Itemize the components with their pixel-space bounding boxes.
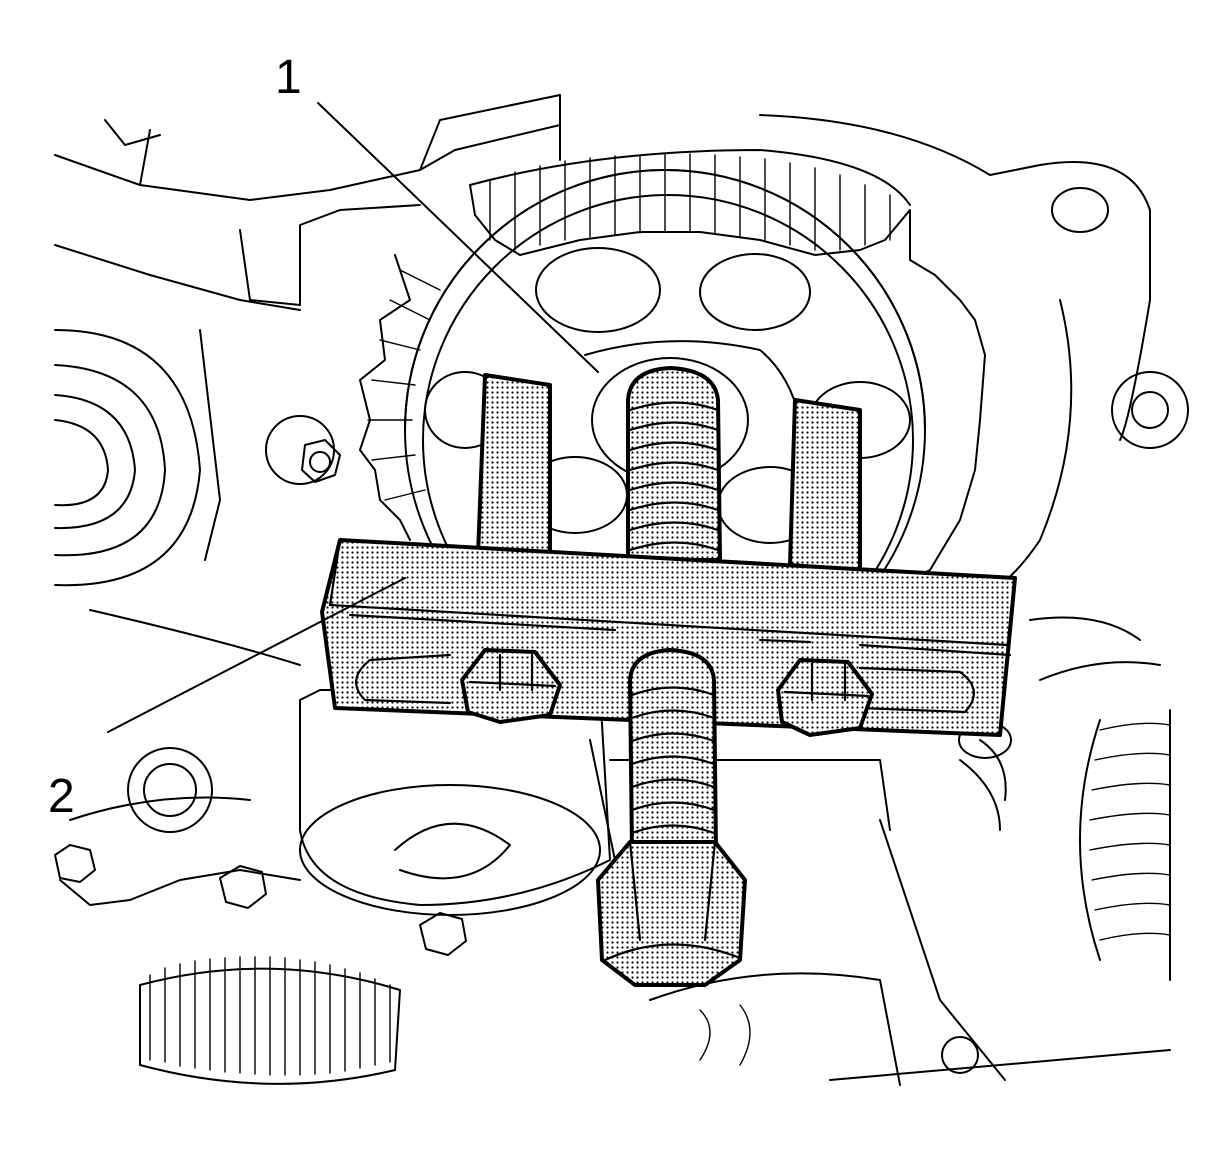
callout-1-label: 1	[275, 51, 302, 104]
callout-2: 2	[48, 577, 406, 823]
callout-2-label: 2	[48, 770, 75, 823]
callout-1: 1	[275, 51, 599, 373]
engine-background	[54, 94, 1189, 1086]
callout-1-leader	[317, 102, 599, 373]
puller-tool	[320, 366, 1017, 987]
callout-2-leader	[107, 577, 406, 733]
